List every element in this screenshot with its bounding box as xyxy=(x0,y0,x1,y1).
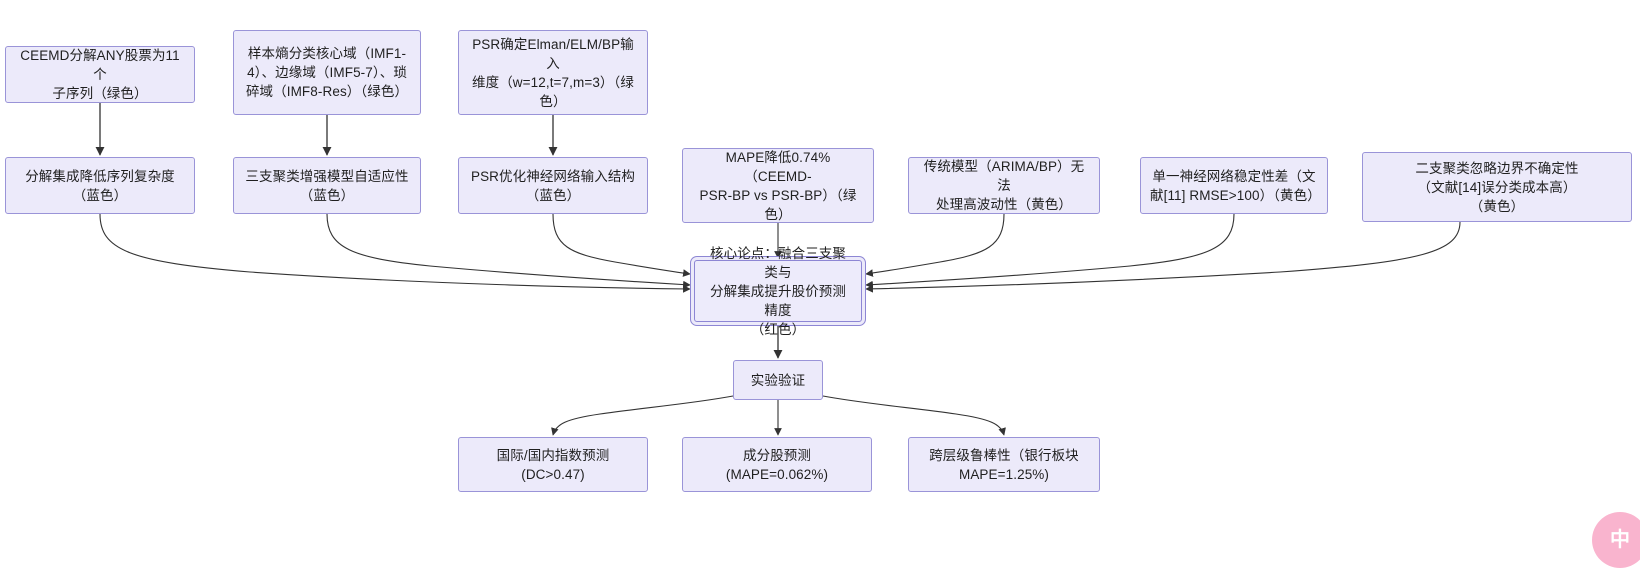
node-ceemd-decompose[interactable]: CEEMD分解ANY股票为11个 子序列（绿色） xyxy=(5,46,195,103)
node-result-cross-level-robustness[interactable]: 跨层级鲁棒性（银行板块 MAPE=1.25%) xyxy=(908,437,1100,492)
node-label: 传统模型（ARIMA/BP）无法 处理高波动性（黄色） xyxy=(923,159,1085,212)
node-label: 国际/国内指数预测 (DC>0.47) xyxy=(496,447,610,482)
node-label: MAPE降低0.74%（CEEMD- PSR-BP vs PSR-BP）（绿 色… xyxy=(699,149,857,222)
node-label: PSR优化神经网络输入结构 （蓝色） xyxy=(470,168,636,203)
node-experimental-validation[interactable]: 实验验证 xyxy=(733,360,823,400)
node-sample-entropy-classify[interactable]: 样本熵分类核心域（IMF1- 4）、边缘域（IMF5-7）、琐 碎域（IMF8-… xyxy=(233,30,421,115)
node-label: 分解集成降低序列复杂度 （蓝色） xyxy=(25,168,175,203)
node-label: 跨层级鲁棒性（银行板块 MAPE=1.25%) xyxy=(929,447,1079,482)
node-label: 二支聚类忽略边界不确定性 （文献[14]误分类成本高） （黄色） xyxy=(1415,160,1579,214)
node-label: 三支聚类增强模型自适应性 （蓝色） xyxy=(245,168,409,203)
edge-n4-core xyxy=(99,213,691,293)
node-label: 成分股预测 (MAPE=0.062%) xyxy=(725,447,829,482)
node-traditional-models-limitation[interactable]: 传统模型（ARIMA/BP）无法 处理高波动性（黄色） xyxy=(908,157,1100,214)
node-psr-input-dimension[interactable]: PSR确定Elman/ELM/BP输入 维度（w=12,t=7,m=3）（绿 色… xyxy=(458,30,648,115)
node-three-way-clustering-adaptivity[interactable]: 三支聚类增强模型自适应性 （蓝色） xyxy=(233,157,421,214)
node-result-constituent-stock-forecast[interactable]: 成分股预测 (MAPE=0.062%) xyxy=(682,437,872,492)
node-label: PSR确定Elman/ELM/BP输入 维度（w=12,t=7,m=3）（绿 色… xyxy=(472,36,634,109)
node-label: 样本熵分类核心域（IMF1- 4）、边缘域（IMF5-7）、琐 碎域（IMF8-… xyxy=(245,46,409,99)
node-single-network-instability[interactable]: 单一神经网络稳定性差（文 献[11] RMSE>100）（黄色） xyxy=(1140,157,1328,214)
watermark-label: 中 xyxy=(1610,529,1630,551)
node-decomposition-reduces-complexity[interactable]: 分解集成降低序列复杂度 （蓝色） xyxy=(5,157,195,214)
edge-n10-core xyxy=(865,221,1461,293)
edge-n5-core xyxy=(326,213,691,289)
node-psr-optimizes-network-input[interactable]: PSR优化神经网络输入结构 （蓝色） xyxy=(458,157,648,214)
node-result-index-forecast[interactable]: 国际/国内指数预测 (DC>0.47) xyxy=(458,437,648,492)
node-label: CEEMD分解ANY股票为11个 子序列（绿色） xyxy=(20,48,180,101)
node-label: 核心论点：融合三支聚类与 分解集成提升股价预测精度 （红色） xyxy=(710,245,846,337)
node-two-way-clustering-boundary[interactable]: 二支聚类忽略边界不确定性 （文献[14]误分类成本高） （黄色） xyxy=(1362,152,1632,222)
edge-exp-r3 xyxy=(822,395,1006,436)
node-label: 实验验证 xyxy=(750,372,806,388)
watermark-badge: 中 xyxy=(1592,512,1640,568)
edge-exp-r1 xyxy=(551,395,734,436)
node-core-thesis[interactable]: 核心论点：融合三支聚类与 分解集成提升股价预测精度 （红色） xyxy=(694,246,862,337)
node-label: 单一神经网络稳定性差（文 献[11] RMSE>100）（黄色） xyxy=(1150,168,1321,203)
edge-n9-core xyxy=(865,213,1235,289)
edge-n8-core xyxy=(865,213,1005,277)
node-mape-improvement[interactable]: MAPE降低0.74%（CEEMD- PSR-BP vs PSR-BP）（绿 色… xyxy=(682,148,874,223)
edge-n6-core xyxy=(552,213,691,277)
